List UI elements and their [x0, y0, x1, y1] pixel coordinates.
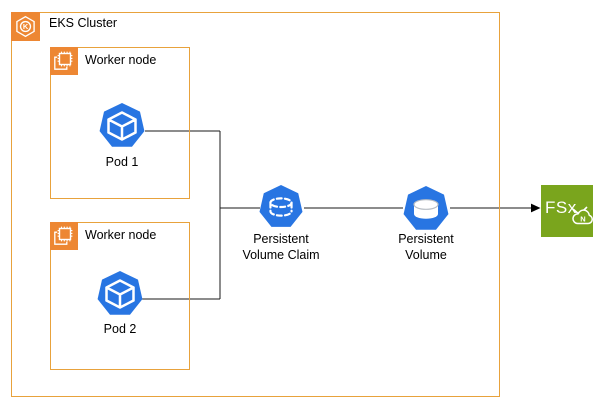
arrowhead-icon — [531, 203, 541, 213]
fsx-netapp-ontap-icon: FSx N — [541, 185, 593, 237]
pv-label-line2: Volume — [405, 248, 447, 262]
fsx-icon-text: FSx — [545, 198, 577, 217]
worker-node-2-group — [50, 222, 190, 370]
worker-node-1-chip-icon — [50, 47, 78, 75]
pod-1-label: Pod 1 — [105, 155, 139, 169]
eks-cluster-group — [11, 12, 500, 397]
persistent-volume-icon — [403, 186, 449, 230]
pv-label-line1: Persistent — [398, 232, 454, 246]
worker-node-1-group — [50, 47, 190, 199]
persistent-volume-claim-label: Persistent Volume Claim — [221, 231, 341, 263]
fsx-cloud-letter: N — [580, 215, 585, 224]
persistent-volume-label: Persistent Volume — [366, 231, 486, 263]
persistent-volume-claim-icon — [259, 184, 303, 227]
eks-cluster-label: EKS Cluster — [49, 16, 118, 30]
eks-icon-letter: K — [23, 22, 29, 31]
pvc-label-line2: Volume Claim — [242, 248, 320, 262]
worker-node-1-label: Worker node — [85, 53, 157, 67]
pod-1-icon — [99, 103, 145, 147]
worker-node-2-chip-icon — [50, 222, 78, 250]
pod-2-label: Pod 2 — [103, 322, 137, 336]
pvc-label-line1: Persistent — [253, 232, 309, 246]
eks-cluster-icon: K — [11, 12, 40, 41]
worker-node-2-label: Worker node — [85, 228, 157, 242]
pod-2-icon — [97, 271, 143, 315]
